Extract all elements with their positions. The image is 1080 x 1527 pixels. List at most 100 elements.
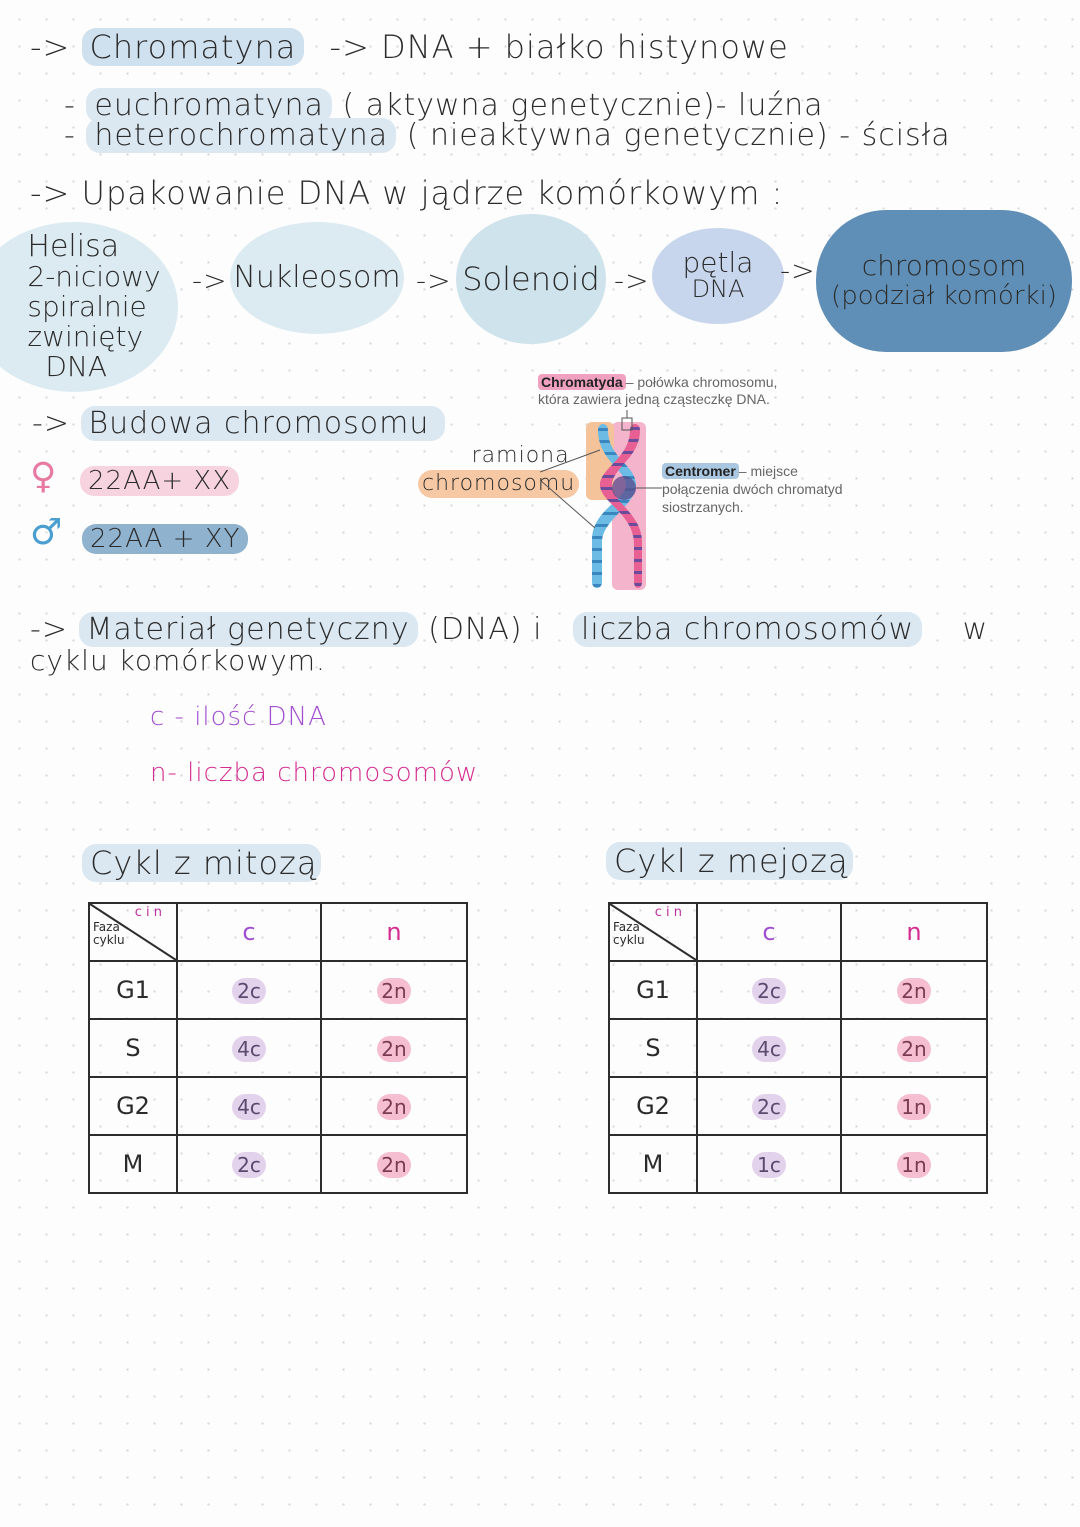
- right-chromatid: [600, 424, 642, 588]
- arm-pointer-line: [540, 479, 596, 529]
- corner-top: c i n: [654, 905, 682, 920]
- arm-pointer-line: [540, 449, 601, 473]
- centromere-caption: Centromer– miejsce połączenia dwóch chro…: [662, 462, 843, 516]
- heterochromatin-term: heterochromatyna: [86, 118, 397, 153]
- table-row: G1 2c 2n: [608, 960, 988, 1020]
- corner-cell: c i n Faza cyklu: [608, 902, 698, 962]
- loop-line: pętla: [682, 246, 754, 279]
- table-row: M 1c 1n: [608, 1134, 988, 1194]
- n-value: 1n: [897, 1152, 931, 1178]
- c-value: 4c: [232, 1036, 266, 1062]
- arrow: ->: [30, 612, 68, 647]
- table-header-row: c i n Faza cyklu c n: [88, 902, 468, 962]
- meiosis-title: Cykl z mejozą: [606, 842, 853, 880]
- chromatid-desc: – połówka chromosomu,: [625, 374, 778, 390]
- nucleosome-bubble: Nukleosom: [230, 222, 404, 334]
- helix-line: Helisa: [27, 229, 120, 264]
- c-value: 2c: [232, 978, 266, 1004]
- loop-line: DNA: [691, 275, 745, 303]
- c-value: 2c: [232, 1152, 266, 1178]
- header-c: c: [696, 902, 842, 962]
- table-row: G1 2c 2n: [88, 960, 468, 1020]
- table-row: M 2c 2n: [88, 1134, 468, 1194]
- heterochromatin-description: ( nieaktywna genetycznie) - ścisła: [406, 118, 951, 153]
- n-value: 1n: [897, 1094, 931, 1120]
- n-cell: 1n: [840, 1076, 988, 1136]
- dna-loop-bubble: pętla DNA: [652, 228, 784, 324]
- c-cell: 1c: [696, 1134, 842, 1194]
- chromosome-bubble: chromosom (podział komórki): [816, 210, 1072, 352]
- phase-cell: M: [88, 1134, 178, 1194]
- corner-bottom: cyklu: [613, 933, 645, 947]
- header-n: n: [840, 902, 988, 962]
- packing-title: -> Upakowanie DNA w jądrze komórkowym :: [30, 174, 784, 212]
- n-value: 2n: [377, 978, 411, 1004]
- material-line: -> Materiał genetyczny (DNA) i liczba ch…: [30, 612, 988, 647]
- legend-c: c - ilość DNA: [150, 702, 327, 732]
- chromatid-desc: która zawiera jedną cząsteczkę DNA.: [538, 391, 770, 407]
- chromatid-caption: Chromatyda– połówka chromosomu, która za…: [538, 374, 777, 408]
- solenoid-bubble: Solenoid: [456, 214, 606, 344]
- helix-bubble: Helisa 2-niciowy spiralnie zwinięty DNA: [0, 222, 178, 392]
- euchromatin-description: ( aktywna genetycznie)- luźna: [342, 88, 824, 123]
- phase-cell: S: [608, 1018, 698, 1078]
- meiosis-table: c i n Faza cyklu c n G1 2c 2n S 4c 2n G2…: [608, 902, 988, 1194]
- header-n: n: [320, 902, 468, 962]
- centromere-desc: połączenia dwóch chromatyd: [662, 481, 843, 497]
- female-karyotype: 22AA+ XX: [80, 466, 240, 496]
- arrow: ->: [416, 264, 452, 297]
- chromosome-diagram: [540, 410, 662, 590]
- material-mid: (DNA) i: [428, 612, 543, 647]
- n-cell: 2n: [320, 1134, 468, 1194]
- table-row: S 4c 2n: [608, 1018, 988, 1078]
- legend-n: n- liczba chromosomów: [150, 758, 479, 788]
- phase-cell: G1: [608, 960, 698, 1020]
- material-line-2: cyklu komórkowym.: [30, 644, 326, 677]
- female-symbol: ♀: [30, 456, 57, 497]
- chromosome-line: chromosom: [861, 249, 1027, 282]
- corner-bottom: cyklu: [93, 933, 125, 947]
- n-value: 2n: [377, 1094, 411, 1120]
- structure-title-text: Budowa chromosomu: [80, 406, 446, 441]
- table-header-row: c i n Faza cyklu c n: [608, 902, 988, 962]
- c-value: 1c: [752, 1152, 786, 1178]
- n-cell: 2n: [320, 960, 468, 1020]
- centromere-marker: [612, 476, 636, 500]
- material-tail: w: [962, 612, 989, 647]
- euchromatin-line: - euchromatyna ( aktywna genetycznie)- l…: [64, 88, 824, 123]
- chromatin-definition: -> DNA + białko histynowe: [329, 28, 789, 66]
- euchromatin-term: euchromatyna: [86, 88, 332, 123]
- phase-cell: S: [88, 1018, 178, 1078]
- chromosome-line: (podział komórki): [831, 281, 1057, 311]
- dash: -: [64, 88, 76, 123]
- phase-cell: G2: [88, 1076, 178, 1136]
- c-value: 4c: [232, 1094, 266, 1120]
- structure-title: -> Budowa chromosomu: [32, 406, 446, 441]
- mitosis-title: Cykl z mitozą: [82, 844, 322, 882]
- c-value: 2c: [752, 978, 786, 1004]
- phase-cell: M: [608, 1134, 698, 1194]
- arrow: ->: [32, 406, 70, 441]
- table-row: G2 4c 2n: [88, 1076, 468, 1136]
- male-symbol: ♂: [30, 512, 63, 553]
- male-karyotype: 22AA + XY: [82, 524, 249, 554]
- dash: -: [64, 118, 76, 153]
- material-term: Materiał genetyczny: [78, 612, 418, 647]
- arrow: ->: [614, 264, 650, 297]
- mitosis-table: c i n Faza cyklu c n G1 2c 2n S 4c 2n G2…: [88, 902, 468, 1194]
- n-value: 2n: [897, 1036, 931, 1062]
- c-cell: 4c: [176, 1018, 322, 1078]
- n-value: 2n: [377, 1152, 411, 1178]
- n-cell: 2n: [840, 960, 988, 1020]
- c-cell: 4c: [696, 1018, 842, 1078]
- n-value: 2n: [897, 978, 931, 1004]
- corner-cell: c i n Faza cyklu: [88, 902, 178, 962]
- arrow: ->: [192, 264, 228, 297]
- nucleosome-label: Nukleosom: [233, 260, 401, 295]
- c-cell: 2c: [176, 1134, 322, 1194]
- centromere-term: Centromer: [662, 463, 739, 479]
- helix-line: 2-niciowy: [27, 260, 161, 293]
- arms-label-line: ramiona: [471, 443, 570, 468]
- arrow: ->: [780, 254, 816, 287]
- arms-label-line: chromosomu: [418, 470, 580, 498]
